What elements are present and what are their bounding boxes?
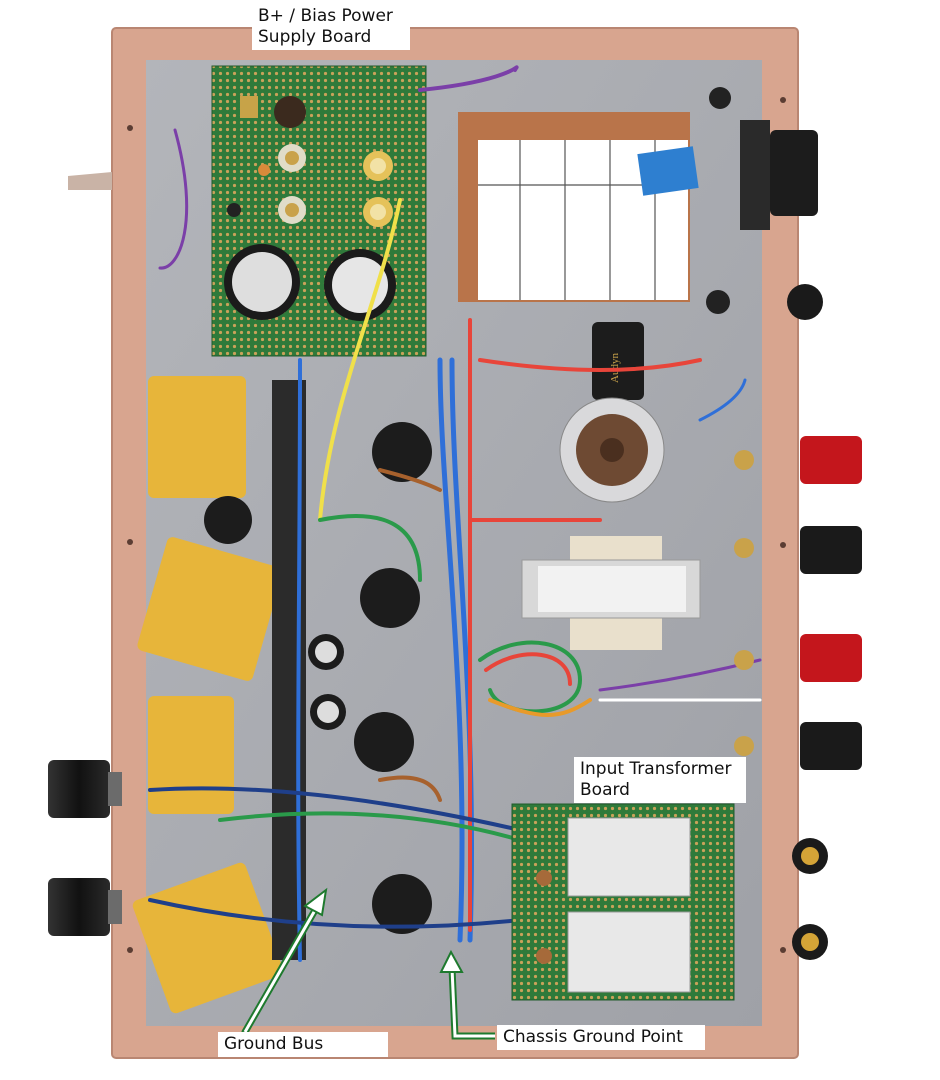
ground-bus-callout: Ground Bus xyxy=(218,1032,388,1057)
chassis-ground-arrowhead xyxy=(439,949,464,973)
iec-power-inlet xyxy=(740,120,818,230)
bplus-supply-callout: B+ / Bias Power Supply Board xyxy=(252,4,410,50)
wiring-harness xyxy=(148,65,762,962)
volume-knob-bottom xyxy=(48,878,122,936)
frame-screws xyxy=(127,97,786,953)
speaker-binding-posts xyxy=(734,436,862,770)
ground-bus-arrowhead xyxy=(303,887,328,917)
signal-tube-sockets xyxy=(204,422,432,934)
rectifier-tube-socket xyxy=(559,397,665,503)
choke-transformer xyxy=(521,536,701,650)
electrolytic-caps xyxy=(308,634,346,730)
power-transformer xyxy=(458,112,699,302)
ground-bus-arrow-outline xyxy=(243,904,320,1033)
cable-tab xyxy=(68,172,112,190)
bplus-supply-board xyxy=(211,65,427,357)
chassis-ground-callout: Chassis Ground Point xyxy=(497,1025,705,1050)
rca-input-jacks xyxy=(792,838,828,960)
audyn-capacitor xyxy=(592,322,644,400)
parc-capacitors xyxy=(132,376,284,1014)
input-transformer-board xyxy=(511,803,735,1001)
audyn-label: Audyn xyxy=(609,353,621,383)
volume-knob-top xyxy=(48,760,122,818)
fuse-holder xyxy=(787,284,823,320)
input-transformer-callout: Input Transformer Board xyxy=(574,757,746,803)
